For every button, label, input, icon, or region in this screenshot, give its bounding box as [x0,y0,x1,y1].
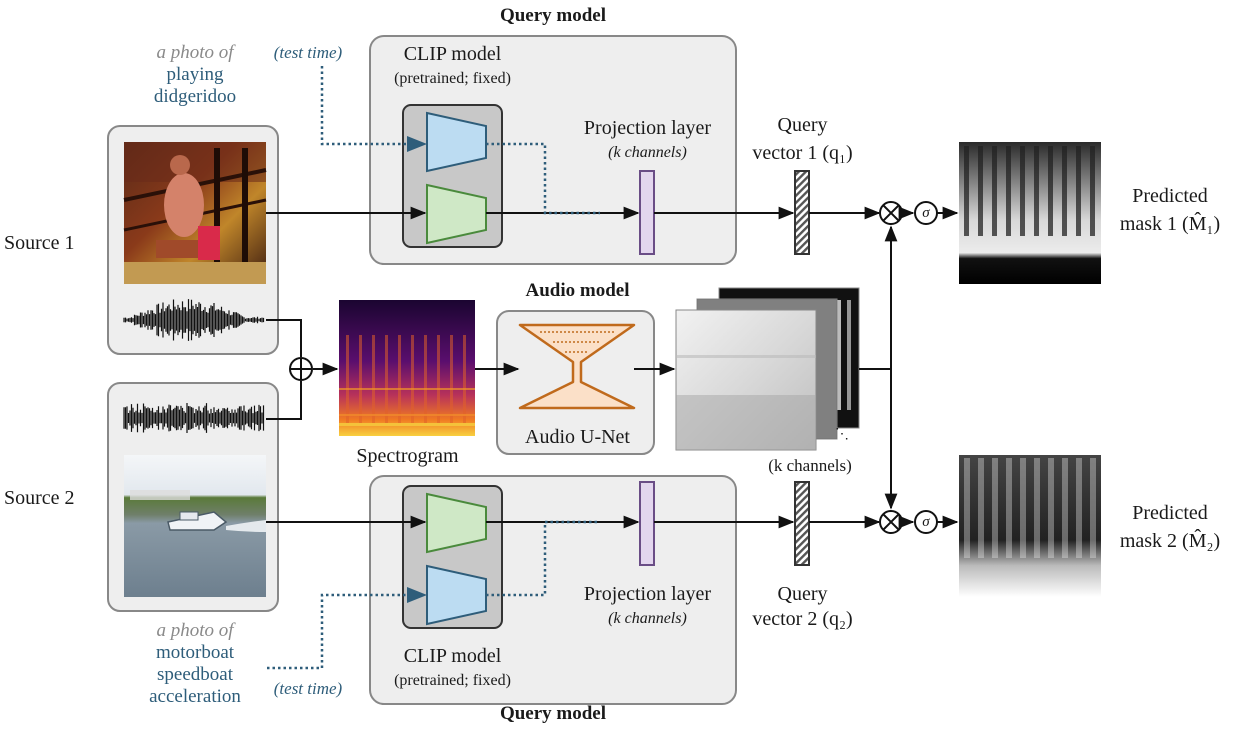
query-vector-2 [794,481,810,566]
dotted-text-to-clip-bottom [267,587,427,670]
channels-label: (k channels) [768,456,852,475]
test-time-bottom: (test time) [273,679,343,698]
audio-model-title: Audio model [525,280,630,301]
prompt-bottom-prefix: a photo of [156,620,234,641]
input-spectrogram [339,300,475,436]
query-vector-1-line2: vector 1 (q₁) [752,142,853,164]
clip-title-bottom: CLIP model [403,645,502,667]
projection-title-top: Projection layer [583,117,712,139]
clip-subtitle-top: (pretrained; fixed) [394,70,511,87]
query-model-bottom-title: Query model [499,703,607,724]
clip-subtitle-bottom: (pretrained; fixed) [394,672,511,689]
clip-title-top: CLIP model [403,43,502,65]
line-wave2-to-sum [266,381,302,420]
prompt-bottom-line3: acceleration [149,686,241,707]
sigmoid-symbol-1: σ [922,205,930,221]
prompt-top-prefix: a photo of [156,42,234,63]
predicted-mask-1 [959,142,1101,284]
dotted-text-to-clip-top [320,66,427,152]
mask2-label-line1: Predicted [1132,502,1208,524]
projection-title-bottom: Projection layer [583,583,712,605]
projection-subtitle-bottom: (k channels) [608,610,687,627]
line-wave1-to-sum [266,319,302,357]
channels-ellipsis: ⋱ [835,427,849,442]
clip-text-encoder-top [426,111,487,173]
query-model-top-title: Query model [499,5,607,26]
unet-label: Audio U-Net [525,426,630,448]
multiply-operator-2 [879,510,903,534]
multiply-operator-1 [879,201,903,225]
source2-waveform [123,403,265,433]
unet-output-channels [675,287,860,451]
sum-operator [289,357,313,381]
spectrogram-label: Spectrogram [356,445,459,467]
dotted-clip-to-projection-bottom [486,520,600,597]
sigmoid-symbol-2: σ [922,514,930,530]
audio-unet-shape [518,323,636,410]
projection-subtitle-top: (k channels) [608,144,687,161]
dotted-clip-to-projection-top [486,142,600,215]
prompt-top-line2: didgeridoo [153,86,237,107]
query-vector-2-line2: vector 2 (q₂) [752,608,853,630]
projection-layer-bottom [639,481,655,566]
query-vector-1-line1: Query [777,114,828,136]
source1-photo [123,142,267,284]
query-vector-2-line1: Query [777,583,828,605]
prompt-bottom-line2: speedboat [157,664,233,685]
prompt-bottom-line1: motorboat [155,642,235,663]
query-vector-1 [794,170,810,255]
source2-photo [124,455,266,597]
mask2-label-line2: mask 2 (M̂₂) [1119,530,1221,552]
test-time-top: (test time) [273,43,343,62]
source2-label: Source 2 [4,487,75,509]
clip-text-encoder-bottom [426,564,487,626]
mask1-label-line2: mask 1 (M̂₁) [1119,213,1221,235]
source1-waveform [123,299,265,341]
source1-label: Source 1 [4,232,75,254]
projection-layer-top [639,170,655,255]
predicted-mask-2 [959,455,1101,597]
mask1-label-line1: Predicted [1132,185,1208,207]
prompt-top-line1: playing [166,64,224,85]
clip-image-encoder-top [426,183,487,245]
clip-image-encoder-bottom [426,492,487,554]
